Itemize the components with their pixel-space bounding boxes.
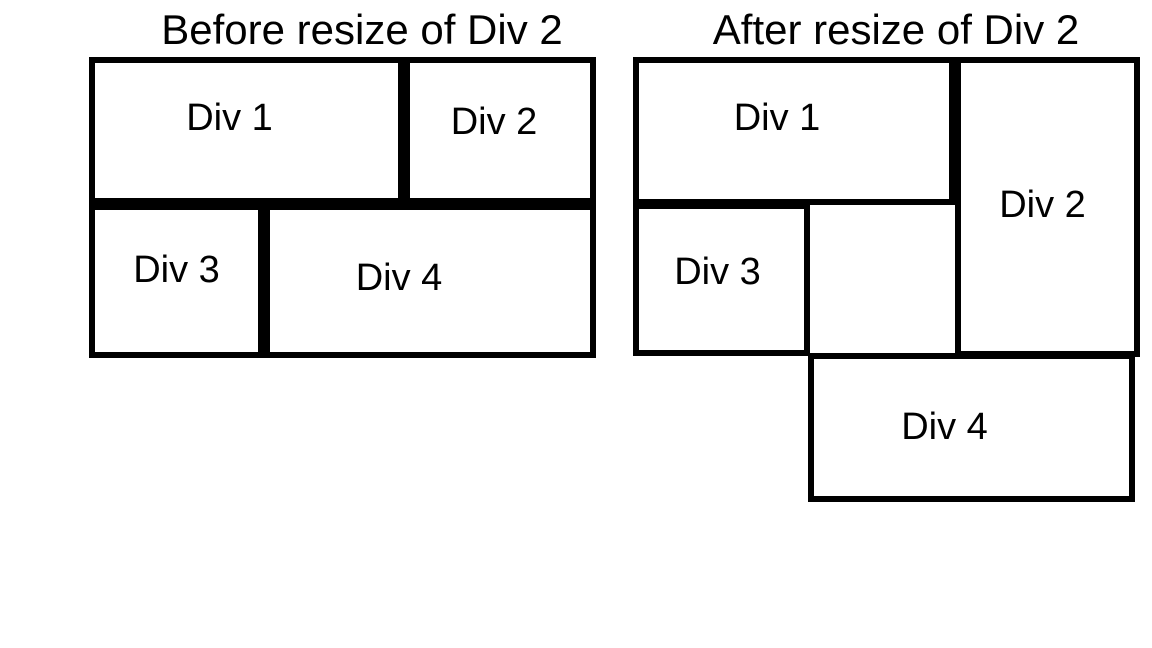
before-div-4-label: Div 4 xyxy=(355,257,443,299)
after-diagram: Div 1 Div 2 Div 3 Div 4 xyxy=(633,57,1140,502)
after-div-1-label: Div 1 xyxy=(733,97,821,139)
before-div-2-label: Div 2 xyxy=(450,100,538,143)
after-div-3: Div 3 xyxy=(633,203,810,356)
after-div-2: Div 2 xyxy=(955,57,1140,357)
after-div-2-label: Div 2 xyxy=(999,184,1086,226)
after-diagram-title: After resize of Div 2 xyxy=(712,6,1080,53)
after-div-1: Div 1 xyxy=(633,57,955,205)
after-div-4-label: Div 4 xyxy=(901,405,988,448)
before-div-1-label: Div 1 xyxy=(186,96,273,139)
after-div-4: Div 4 xyxy=(808,353,1135,502)
before-div-4: Div 4 xyxy=(264,204,596,358)
before-diagram: Div 1 Div 2 Div 3 Div 4 xyxy=(89,57,596,358)
before-div-1: Div 1 xyxy=(89,57,404,204)
before-diagram-title: Before resize of Div 2 xyxy=(161,6,563,53)
before-div-2: Div 2 xyxy=(404,57,596,204)
after-div-3-label: Div 3 xyxy=(674,250,761,293)
before-div-3: Div 3 xyxy=(89,204,264,358)
before-div-3-label: Div 3 xyxy=(133,249,220,291)
